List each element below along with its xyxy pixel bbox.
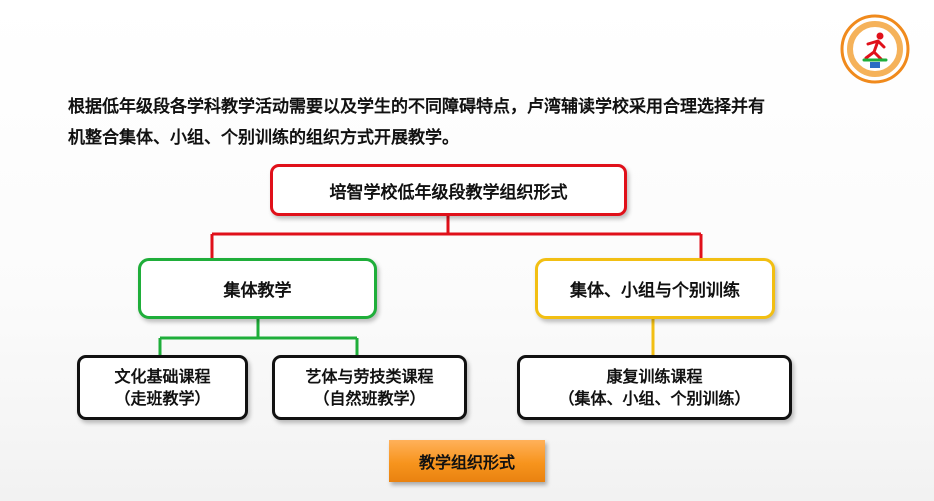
intro-line-1: 根据低年级段各学科教学活动需要以及学生的不同障碍特点，卢湾辅读学校采用合理选择并… xyxy=(68,97,765,117)
collective-teaching-label: 集体教学 xyxy=(223,281,292,301)
intro-line-2: 机整合集体、小组、个别训练的组织方式开展教学。 xyxy=(68,128,459,148)
rehab-training-course-title: 康复训练课程 xyxy=(606,366,703,386)
diagram-caption-label: 教学组织形式 xyxy=(418,453,515,472)
school-logo-icon xyxy=(840,14,910,84)
collective-teaching-node: 集体教学 xyxy=(138,258,377,319)
rehab-training-course-note: （集体、小组、个别训练） xyxy=(558,388,751,408)
rehab-training-course-node: 康复训练课程 （集体、小组、个别训练） xyxy=(517,355,792,420)
arts-labor-course-note: （自然班教学） xyxy=(313,388,426,408)
green-connectors xyxy=(158,319,359,355)
culture-basic-course-title: 文化基础课程 xyxy=(114,366,211,386)
intro-paragraph: 根据低年级段各学科教学活动需要以及学生的不同障碍特点，卢湾辅读学校采用合理选择并… xyxy=(68,92,868,154)
culture-basic-course-node: 文化基础课程 （走班教学） xyxy=(77,355,248,420)
group-individual-training-node: 集体、小组与个别训练 xyxy=(535,258,775,319)
diagram-caption: 教学组织形式 xyxy=(389,440,545,482)
root-node-label: 培智学校低年级段教学组织形式 xyxy=(329,182,568,203)
arts-labor-course-title: 艺体与劳技类课程 xyxy=(305,366,434,386)
root-node: 培智学校低年级段教学组织形式 xyxy=(270,164,627,216)
culture-basic-course-note: （走班教学） xyxy=(114,388,211,408)
red-connectors xyxy=(210,216,703,258)
group-individual-training-label: 集体、小组与个别训练 xyxy=(570,281,740,301)
arts-labor-course-node: 艺体与劳技类课程 （自然班教学） xyxy=(272,355,467,420)
